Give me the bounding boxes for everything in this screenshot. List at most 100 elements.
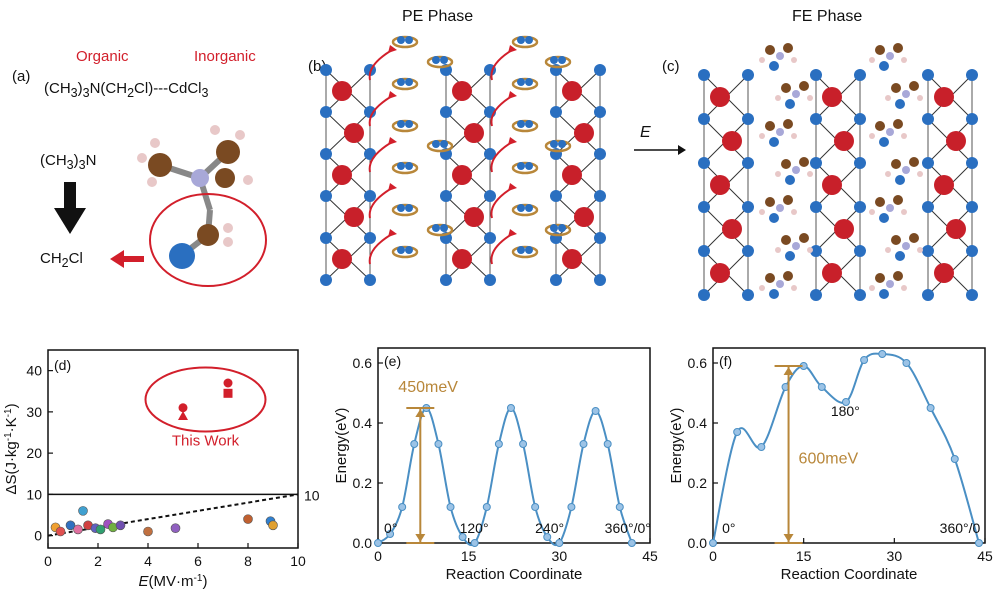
cadmium-atom: [934, 175, 954, 195]
electric-field-arrow-icon: [634, 145, 686, 155]
hydrogen-atom: [775, 171, 781, 177]
chlorine-atom: [517, 36, 525, 44]
rotation-path-arrow: [368, 95, 393, 127]
carbon-atom: [781, 159, 791, 169]
chlorine-atom: [810, 201, 822, 213]
hydrogen-atom: [791, 133, 797, 139]
chlorine-atom: [517, 120, 525, 128]
nitrogen-atom: [776, 52, 784, 60]
chlorine-atom: [405, 120, 413, 128]
carbon-atom: [909, 157, 919, 167]
rotation-arrow-icon: [391, 203, 419, 217]
chlorine-atom: [594, 274, 606, 286]
energy-point: [482, 503, 491, 511]
energy-point: [458, 533, 467, 541]
chlorine-atom: [397, 162, 405, 170]
chlorine-atom: [879, 61, 889, 71]
carbon-atom: [783, 271, 793, 281]
chlorine-atom: [440, 274, 452, 286]
chloromethyl-label: CH2Cl: [40, 250, 83, 270]
chlorine-atom: [785, 175, 795, 185]
y-tick-label: 0.6: [688, 355, 708, 371]
hydrogen-atom: [917, 171, 923, 177]
barrier-arrowhead: [415, 409, 426, 417]
nitrogen-atom: [886, 52, 894, 60]
angle-label: 120°: [460, 520, 489, 536]
rotation-path-arrow: [490, 49, 513, 81]
chlorine-atom: [432, 224, 440, 232]
this-work-ellipse: [144, 366, 267, 433]
hydrogen-atom: [759, 285, 765, 291]
energy-point: [374, 539, 382, 547]
rotation-ellipse: [391, 161, 419, 175]
rotation-arrow-icon: [426, 55, 454, 69]
nitrogen-atom: [792, 90, 800, 98]
energy-point: [841, 398, 850, 406]
rotation-arrow-icon: [391, 77, 419, 91]
chlorine-atom: [594, 232, 606, 244]
hydrogen-atom: [917, 247, 923, 253]
x-axis-label: Reaction Coordinate: [446, 566, 583, 583]
chlorine-atom: [517, 78, 525, 86]
cadmium-atom: [562, 249, 582, 269]
hydrogen-atom: [901, 57, 907, 63]
energy-point: [615, 503, 624, 511]
chlorine-atom: [550, 140, 558, 148]
rotation-ellipse: [511, 77, 539, 91]
chlorine-atom: [484, 232, 496, 244]
chlorine-atom: [895, 175, 905, 185]
energy-point: [926, 404, 935, 412]
data-point: [95, 524, 106, 535]
angle-label: 0°: [722, 520, 735, 536]
chlorine-atom: [895, 251, 905, 261]
chlorine-atom: [484, 148, 496, 160]
carbon-atom: [893, 119, 903, 129]
energy-point: [709, 539, 717, 547]
data-point: [268, 520, 278, 531]
plot-frame: [47, 349, 299, 549]
rotation-ellipse: [511, 119, 539, 133]
chlorine-atom: [922, 245, 934, 257]
cadmium-atom: [834, 219, 854, 239]
hydrogen-atom: [807, 171, 813, 177]
arrow-head-icon: [508, 229, 517, 237]
left-arrow-icon: [110, 250, 144, 268]
rotation-ellipse: [391, 245, 419, 259]
energy-point: [579, 440, 588, 448]
chlorine-atom: [397, 78, 405, 86]
chlorine-atom: [484, 274, 496, 286]
arrow-head-icon: [388, 229, 397, 237]
chlorine-atom: [397, 246, 405, 254]
y-tick-label: 0: [34, 528, 42, 544]
carbon-atom: [765, 273, 775, 283]
y-tick-label: 0.2: [688, 475, 708, 491]
carbon-atom: [799, 233, 809, 243]
chlorine-atom: [966, 113, 978, 125]
energy-point: [434, 440, 443, 448]
nitrogen-atom: [902, 242, 910, 250]
energy-point: [519, 440, 528, 448]
y-tick-label: 0.4: [688, 415, 708, 431]
chlorine-atom: [769, 137, 779, 147]
chlorine-atom: [742, 69, 754, 81]
chlorine-atom: [320, 148, 332, 160]
rotation-path-arrow: [490, 95, 513, 127]
x-tick-label: 30: [552, 548, 568, 564]
energy-point: [543, 533, 552, 541]
cadmium-atom: [452, 249, 472, 269]
chlorine-atom: [525, 246, 533, 254]
energy-point: [494, 440, 503, 448]
chlorine-atom: [854, 201, 866, 213]
x-axis-label: E(MV·m-1): [139, 573, 208, 591]
carbon-atom: [765, 197, 775, 207]
barrier-label: 450meV: [398, 379, 458, 396]
carbon-atom: [893, 271, 903, 281]
x-tick-label: 0: [44, 553, 52, 569]
chlorine-atom: [558, 56, 566, 64]
rotation-ellipse: [391, 35, 419, 49]
cadmium-atom: [574, 123, 594, 143]
energy-point: [878, 350, 887, 358]
chlorine-atom: [550, 224, 558, 232]
cadmium-atom: [332, 81, 352, 101]
chemical-formula: (CH3)3N(CH2Cl)---CdCl3: [44, 80, 209, 100]
